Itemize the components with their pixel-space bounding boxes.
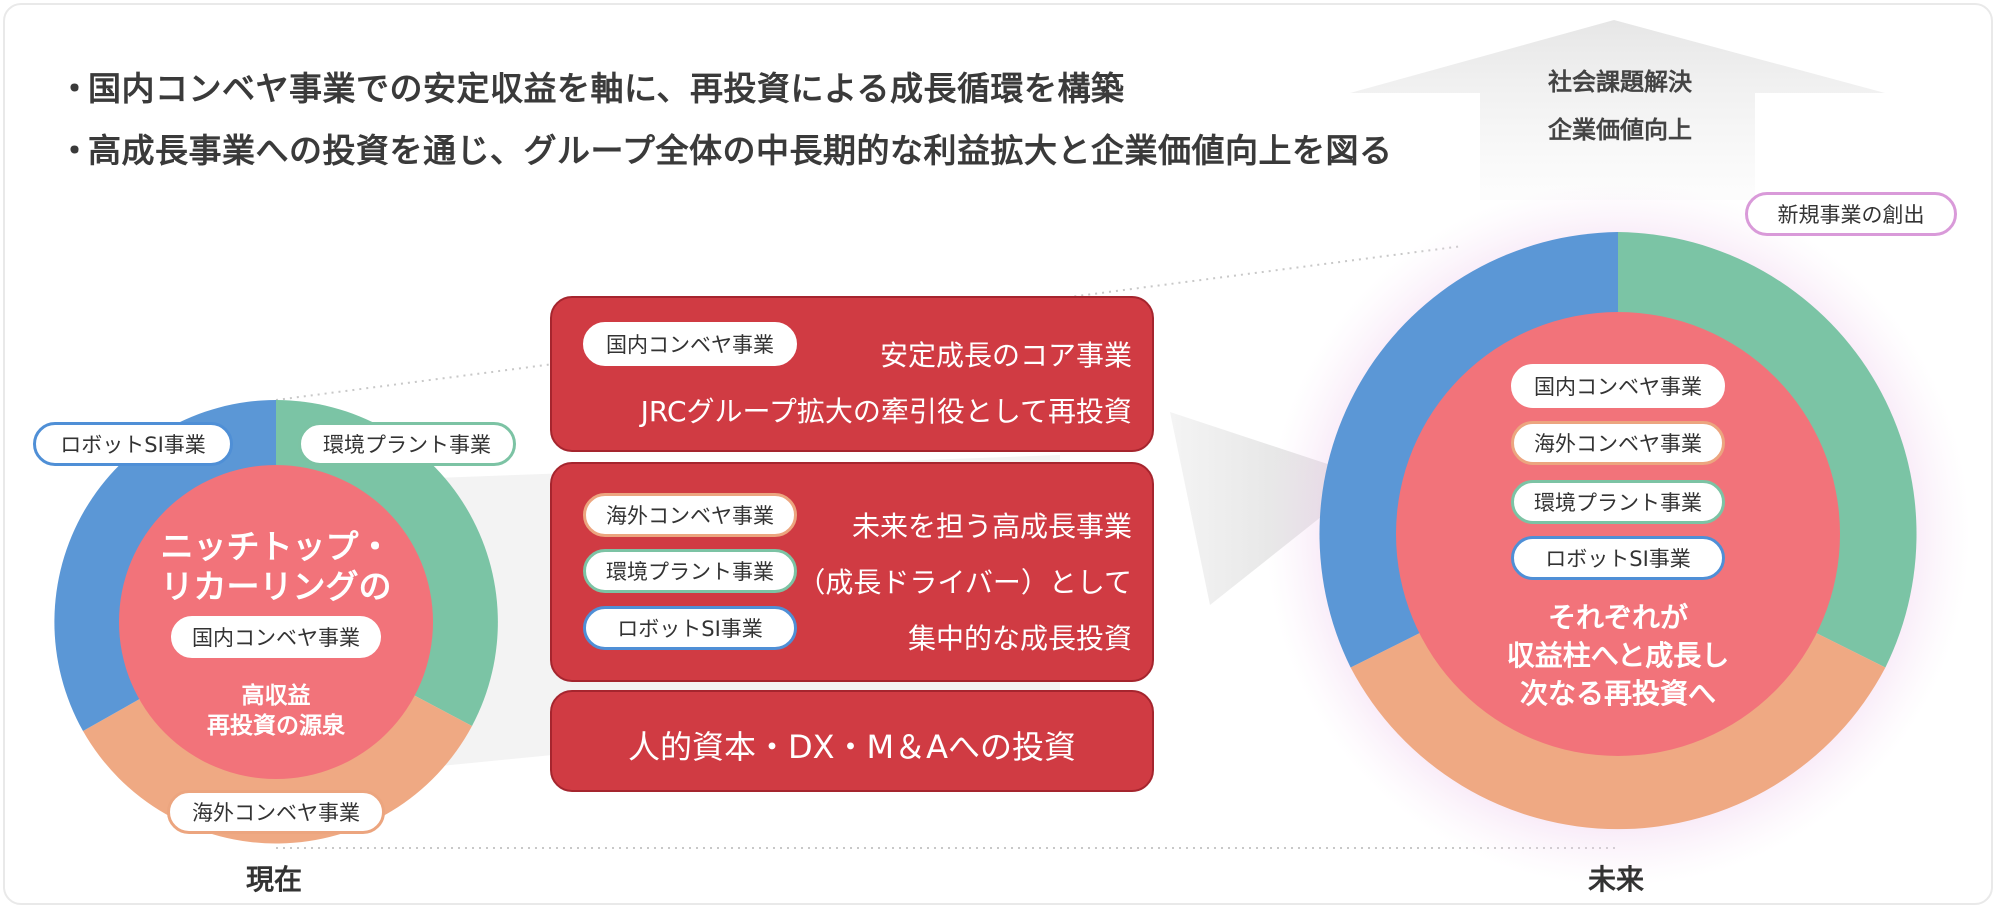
panel-middle-line-2: （成長ドライバー）として — [797, 566, 1132, 599]
panel-middle-pill-3: ロボットSI事業 — [583, 606, 797, 650]
future-pill-overseas: 海外コンベヤ事業 — [1511, 421, 1725, 465]
current-core-line-2: リカーリングの — [160, 567, 392, 606]
future-donut — [1319, 232, 1917, 830]
future-pill-environment: 環境プラント事業 — [1511, 480, 1725, 524]
future-label: 未来 — [1588, 863, 1645, 896]
panel-middle-line-1: 未来を担う高成長事業 — [851, 510, 1132, 543]
goal-line-1: 社会課題解決 — [1548, 68, 1692, 96]
future-pill-robot: ロボットSI事業 — [1511, 536, 1725, 580]
panel-middle-pill-1: 海外コンベヤ事業 — [583, 493, 797, 537]
current-core-line-4: 再投資の源泉 — [207, 713, 345, 739]
panel-middle-line-3: 集中的な成長投資 — [907, 622, 1132, 655]
goal-line-2: 企業価値向上 — [1548, 116, 1692, 144]
bullet-marker-2: ・ — [58, 131, 92, 170]
current-label: 現在 — [246, 863, 303, 896]
bullet-marker-1: ・ — [58, 69, 92, 108]
future-core-line-1: それぞれが — [1547, 601, 1688, 634]
bullet-2: ・高成長事業への投資を通じ、グループ全体の中長期的な利益拡大と企業価値向上を図る — [58, 124, 1393, 172]
current-core-line-3: 高収益 — [241, 683, 311, 709]
future-pill-domestic: 国内コンベヤ事業 — [1511, 364, 1725, 408]
future-core-line-2: 収益柱へと成長し — [1506, 639, 1730, 672]
panel-top-pill: 国内コンベヤ事業 — [583, 322, 797, 366]
bullet-1: ・国内コンベヤ事業での安定収益を軸に、再投資による成長循環を構築 — [58, 62, 1125, 110]
future-core — [1396, 312, 1840, 756]
new-business-badge: 新規事業の創出 — [1745, 192, 1957, 236]
panel-top-line-1: 安定成長のコア事業 — [879, 339, 1132, 372]
panel-top-line-2: JRCグループ拡大の牽引役として再投資 — [640, 395, 1132, 428]
panel-bottom-text: 人的資本・DX・M＆Aへの投資 — [627, 728, 1077, 766]
panel-investment — [550, 690, 1154, 792]
future-core-line-3: 次なる再投資へ — [1519, 677, 1716, 710]
current-label-environment: 環境プラント事業 — [298, 422, 516, 466]
upward-arrow — [1350, 20, 1885, 200]
current-label-overseas: 海外コンベヤ事業 — [167, 790, 385, 834]
panel-middle-pill-2: 環境プラント事業 — [583, 549, 797, 593]
bullet-text-1: 国内コンベヤ事業での安定収益を軸に、再投資による成長循環を構築 — [88, 69, 1125, 108]
current-label-robot: ロボットSI事業 — [33, 422, 233, 466]
current-core-pill: 国内コンベヤ事業 — [171, 616, 381, 658]
bullet-text-2: 高成長事業への投資を通じ、グループ全体の中長期的な利益拡大と企業価値向上を図る — [88, 131, 1393, 170]
current-core-line-1: ニッチトップ・ — [160, 527, 392, 566]
